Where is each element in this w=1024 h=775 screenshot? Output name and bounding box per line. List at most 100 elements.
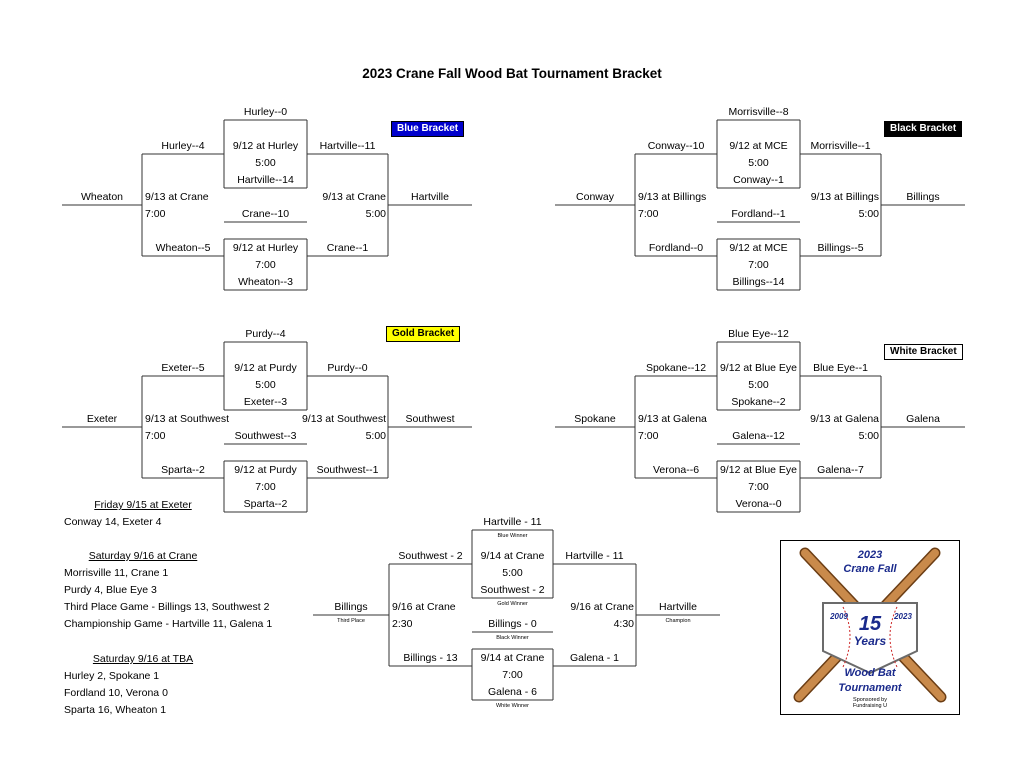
logo-years: Years [853, 634, 887, 648]
logo-wood-bat: Wood Bat [844, 667, 896, 679]
finals-top-left: Southwest - 2 [398, 550, 463, 562]
tournament-logo: 2023 Crane Fall 2009 2023 15 Years Wood … [780, 540, 960, 715]
finals-left-game-site: 9/16 at Crane [392, 601, 456, 613]
finals-right-game-site: 9/16 at Crane [570, 601, 634, 613]
white-left-team: Spokane [574, 413, 616, 425]
blue-right-game-time: 5:00 [365, 208, 386, 220]
logo-year-left: 2009 [830, 612, 848, 621]
results-heading: Friday 9/15 at Exeter [94, 499, 192, 511]
blue-right-team: Hartville [411, 191, 449, 203]
gold-top-left: Exeter--5 [161, 362, 205, 374]
white-right-game-site: 9/13 at Galena [810, 413, 879, 425]
black-top-right: Morrisville--1 [810, 140, 871, 152]
gold-right-game-site: 9/13 at Southwest [301, 413, 386, 425]
black-middle-team: Fordland--1 [731, 208, 786, 220]
logo-crane-fall: Crane Fall [843, 563, 897, 575]
result-line: Fordland 10, Verona 0 [64, 687, 168, 699]
blue-left-game-time: 7:00 [145, 208, 166, 220]
white-bracket-label: White Bracket [884, 344, 963, 360]
result-line: Championship Game - Hartville 11, Galena… [64, 618, 273, 630]
finals-black-winner-note: Black Winner [496, 635, 529, 641]
white-game1-team: Spokane--2 [731, 396, 786, 408]
blue-bottom-right: Crane--1 [326, 242, 369, 254]
page-title: 2023 Crane Fall Wood Bat Tournament Brac… [362, 66, 662, 81]
blue-left-game-site: 9/13 at Crane [145, 191, 209, 203]
black-game1-time: 5:00 [748, 157, 769, 169]
logo-year: 2023 [857, 549, 883, 561]
finals-champion-note: Champion [665, 618, 691, 624]
blue-game1-site: 9/12 at Hurley [232, 140, 299, 152]
black-top-seed: Morrisville--8 [728, 106, 789, 118]
white-game1-site: 9/12 at Blue Eye [719, 362, 798, 374]
gold-left-game-site: 9/13 at Southwest [145, 413, 230, 425]
black-right-team: Billings [906, 191, 940, 203]
blue-bracket-label: Blue Bracket [391, 121, 465, 137]
white-right-game-time: 5:00 [858, 430, 879, 442]
blue-game1-team: Hartville--14 [237, 174, 294, 186]
blue-bottom-left: Wheaton--5 [155, 242, 211, 254]
gold-top-seed: Purdy--4 [245, 328, 286, 340]
black-game1-site: 9/12 at MCE [729, 140, 788, 152]
white-left-game-time: 7:00 [638, 430, 659, 442]
logo-tournament: Tournament [838, 682, 902, 694]
gold-right-team: Southwest [405, 413, 455, 425]
finals-game1-site: 9/14 at Crane [480, 550, 545, 562]
finals-left-team: Billings [334, 601, 368, 613]
gold-top-right: Purdy--0 [327, 362, 368, 374]
black-bottom-left: Fordland--0 [648, 242, 704, 254]
blue-game2-site: 9/12 at Hurley [232, 242, 299, 254]
gold-left-team: Exeter [86, 413, 118, 425]
black-game2-time: 7:00 [748, 259, 769, 271]
black-bottom-right: Billings--5 [817, 242, 864, 254]
blue-middle-team: Crane--10 [241, 208, 290, 220]
gold-game1-team: Exeter--3 [243, 396, 288, 408]
finals-white-winner-note: White Winner [495, 703, 530, 709]
black-bracket-label: Black Bracket [884, 121, 963, 137]
gold-game2-team: Sparta--2 [243, 498, 288, 510]
result-line: Hurley 2, Spokane 1 [64, 670, 160, 682]
blue-game2-time: 7:00 [255, 259, 276, 271]
gold-middle-team: Southwest--3 [234, 430, 297, 442]
blue-left-team: Wheaton [80, 191, 124, 203]
black-left-game-time: 7:00 [638, 208, 659, 220]
gold-bottom-right: Southwest--1 [316, 464, 379, 476]
finals-gold-winner-note: Gold Winner [497, 601, 528, 607]
finals-third-place-note: Third Place [337, 618, 365, 624]
blue-top-left: Hurley--4 [161, 140, 205, 152]
white-bottom-left: Verona--6 [652, 464, 700, 476]
blue-right-game-site: 9/13 at Crane [322, 191, 386, 203]
white-middle-team: Galena--12 [732, 430, 785, 442]
blue-top-right: Hartville--11 [319, 140, 376, 152]
white-top-seed: Blue Eye--12 [728, 328, 789, 340]
white-top-right: Blue Eye--1 [813, 362, 868, 374]
finals-top-right: Hartville - 11 [565, 550, 624, 562]
white-game2-site: 9/12 at Blue Eye [719, 464, 798, 476]
blue-top-seed: Hurley--0 [243, 106, 288, 118]
black-game2-team: Billings--14 [732, 276, 785, 288]
blue-game2-team: Wheaton--3 [238, 276, 293, 288]
result-line: Sparta 16, Wheaton 1 [64, 704, 167, 716]
results-heading: Saturday 9/16 at Crane [88, 550, 198, 562]
home-plate-icon [822, 602, 918, 675]
finals-top-seed: Hartville - 11 [483, 516, 542, 528]
black-right-game-site: 9/13 at Billings [810, 191, 879, 203]
finals-game2-site: 9/14 at Crane [480, 652, 545, 664]
black-game2-site: 9/12 at MCE [729, 242, 788, 254]
gold-bracket-label: Gold Bracket [386, 326, 461, 342]
white-top-left: Spokane--12 [645, 362, 707, 374]
result-line: Third Place Game - Billings 13, Southwes… [64, 601, 270, 613]
finals-bottom-left: Billings - 13 [403, 652, 458, 664]
white-right-team: Galena [906, 413, 940, 425]
logo-sponsor-line1: Sponsored by [853, 697, 887, 703]
finals-middle-team: Billings - 0 [488, 618, 537, 630]
result-line: Conway 14, Exeter 4 [64, 516, 162, 528]
black-left-team: Conway [576, 191, 614, 203]
finals-right-game-time: 4:30 [613, 618, 634, 630]
finals-game1-team: Southwest - 2 [480, 584, 545, 596]
result-line: Morrisville 11, Crane 1 [64, 567, 169, 579]
white-bottom-right: Galena--7 [817, 464, 864, 476]
white-game2-team: Verona--0 [735, 498, 782, 510]
logo-year-right: 2023 [894, 612, 912, 621]
white-game1-time: 5:00 [748, 379, 769, 391]
